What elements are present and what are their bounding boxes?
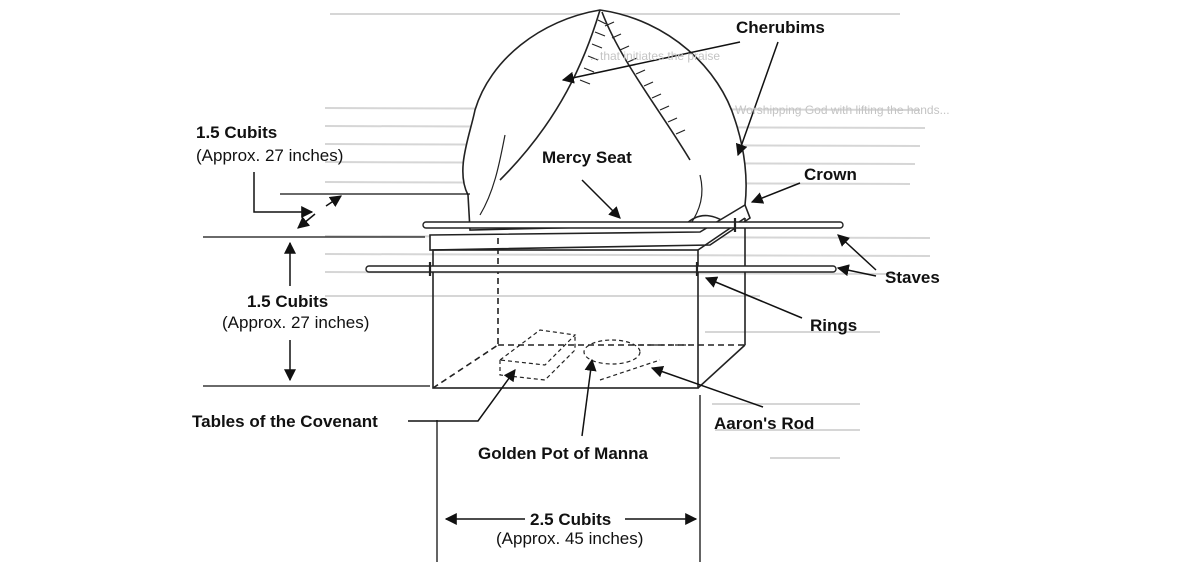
label-cherubims: Cherubims (736, 18, 825, 37)
ark-contents (498, 329, 690, 381)
cherubims-drawing (462, 9, 747, 231)
arrows (253, 41, 877, 525)
label-staves: Staves (885, 268, 940, 287)
staves (365, 221, 844, 273)
label-golden-pot: Golden Pot of Manna (478, 444, 648, 463)
label-height-cubits: 1.5 Cubits (247, 292, 329, 311)
bg-text-praise: ...that initiates the praise (590, 49, 721, 63)
label-width-inches: (Approx. 45 inches) (496, 529, 644, 548)
label-mercy-seat: Mercy Seat (542, 148, 632, 167)
dimension-lines (203, 193, 701, 562)
cherubim-feathers (579, 19, 686, 135)
ark-box (432, 217, 746, 389)
label-rings: Rings (810, 316, 858, 335)
mercy-seat-lid (429, 203, 751, 251)
label-tables-of-covenant: Tables of the Covenant (192, 412, 378, 431)
label-width-cubits: 2.5 Cubits (530, 510, 612, 529)
bg-text-worship: Worshipping God with lifting the hands..… (735, 103, 950, 117)
label-lid-cubits: 1.5 Cubits (196, 123, 278, 142)
label-crown: Crown (804, 165, 857, 184)
rings (428, 218, 737, 276)
label-lid-inches: (Approx. 27 inches) (196, 146, 344, 165)
label-aarons-rod: Aaron's Rod (714, 414, 815, 433)
label-height-inches: (Approx. 27 inches) (222, 313, 370, 332)
